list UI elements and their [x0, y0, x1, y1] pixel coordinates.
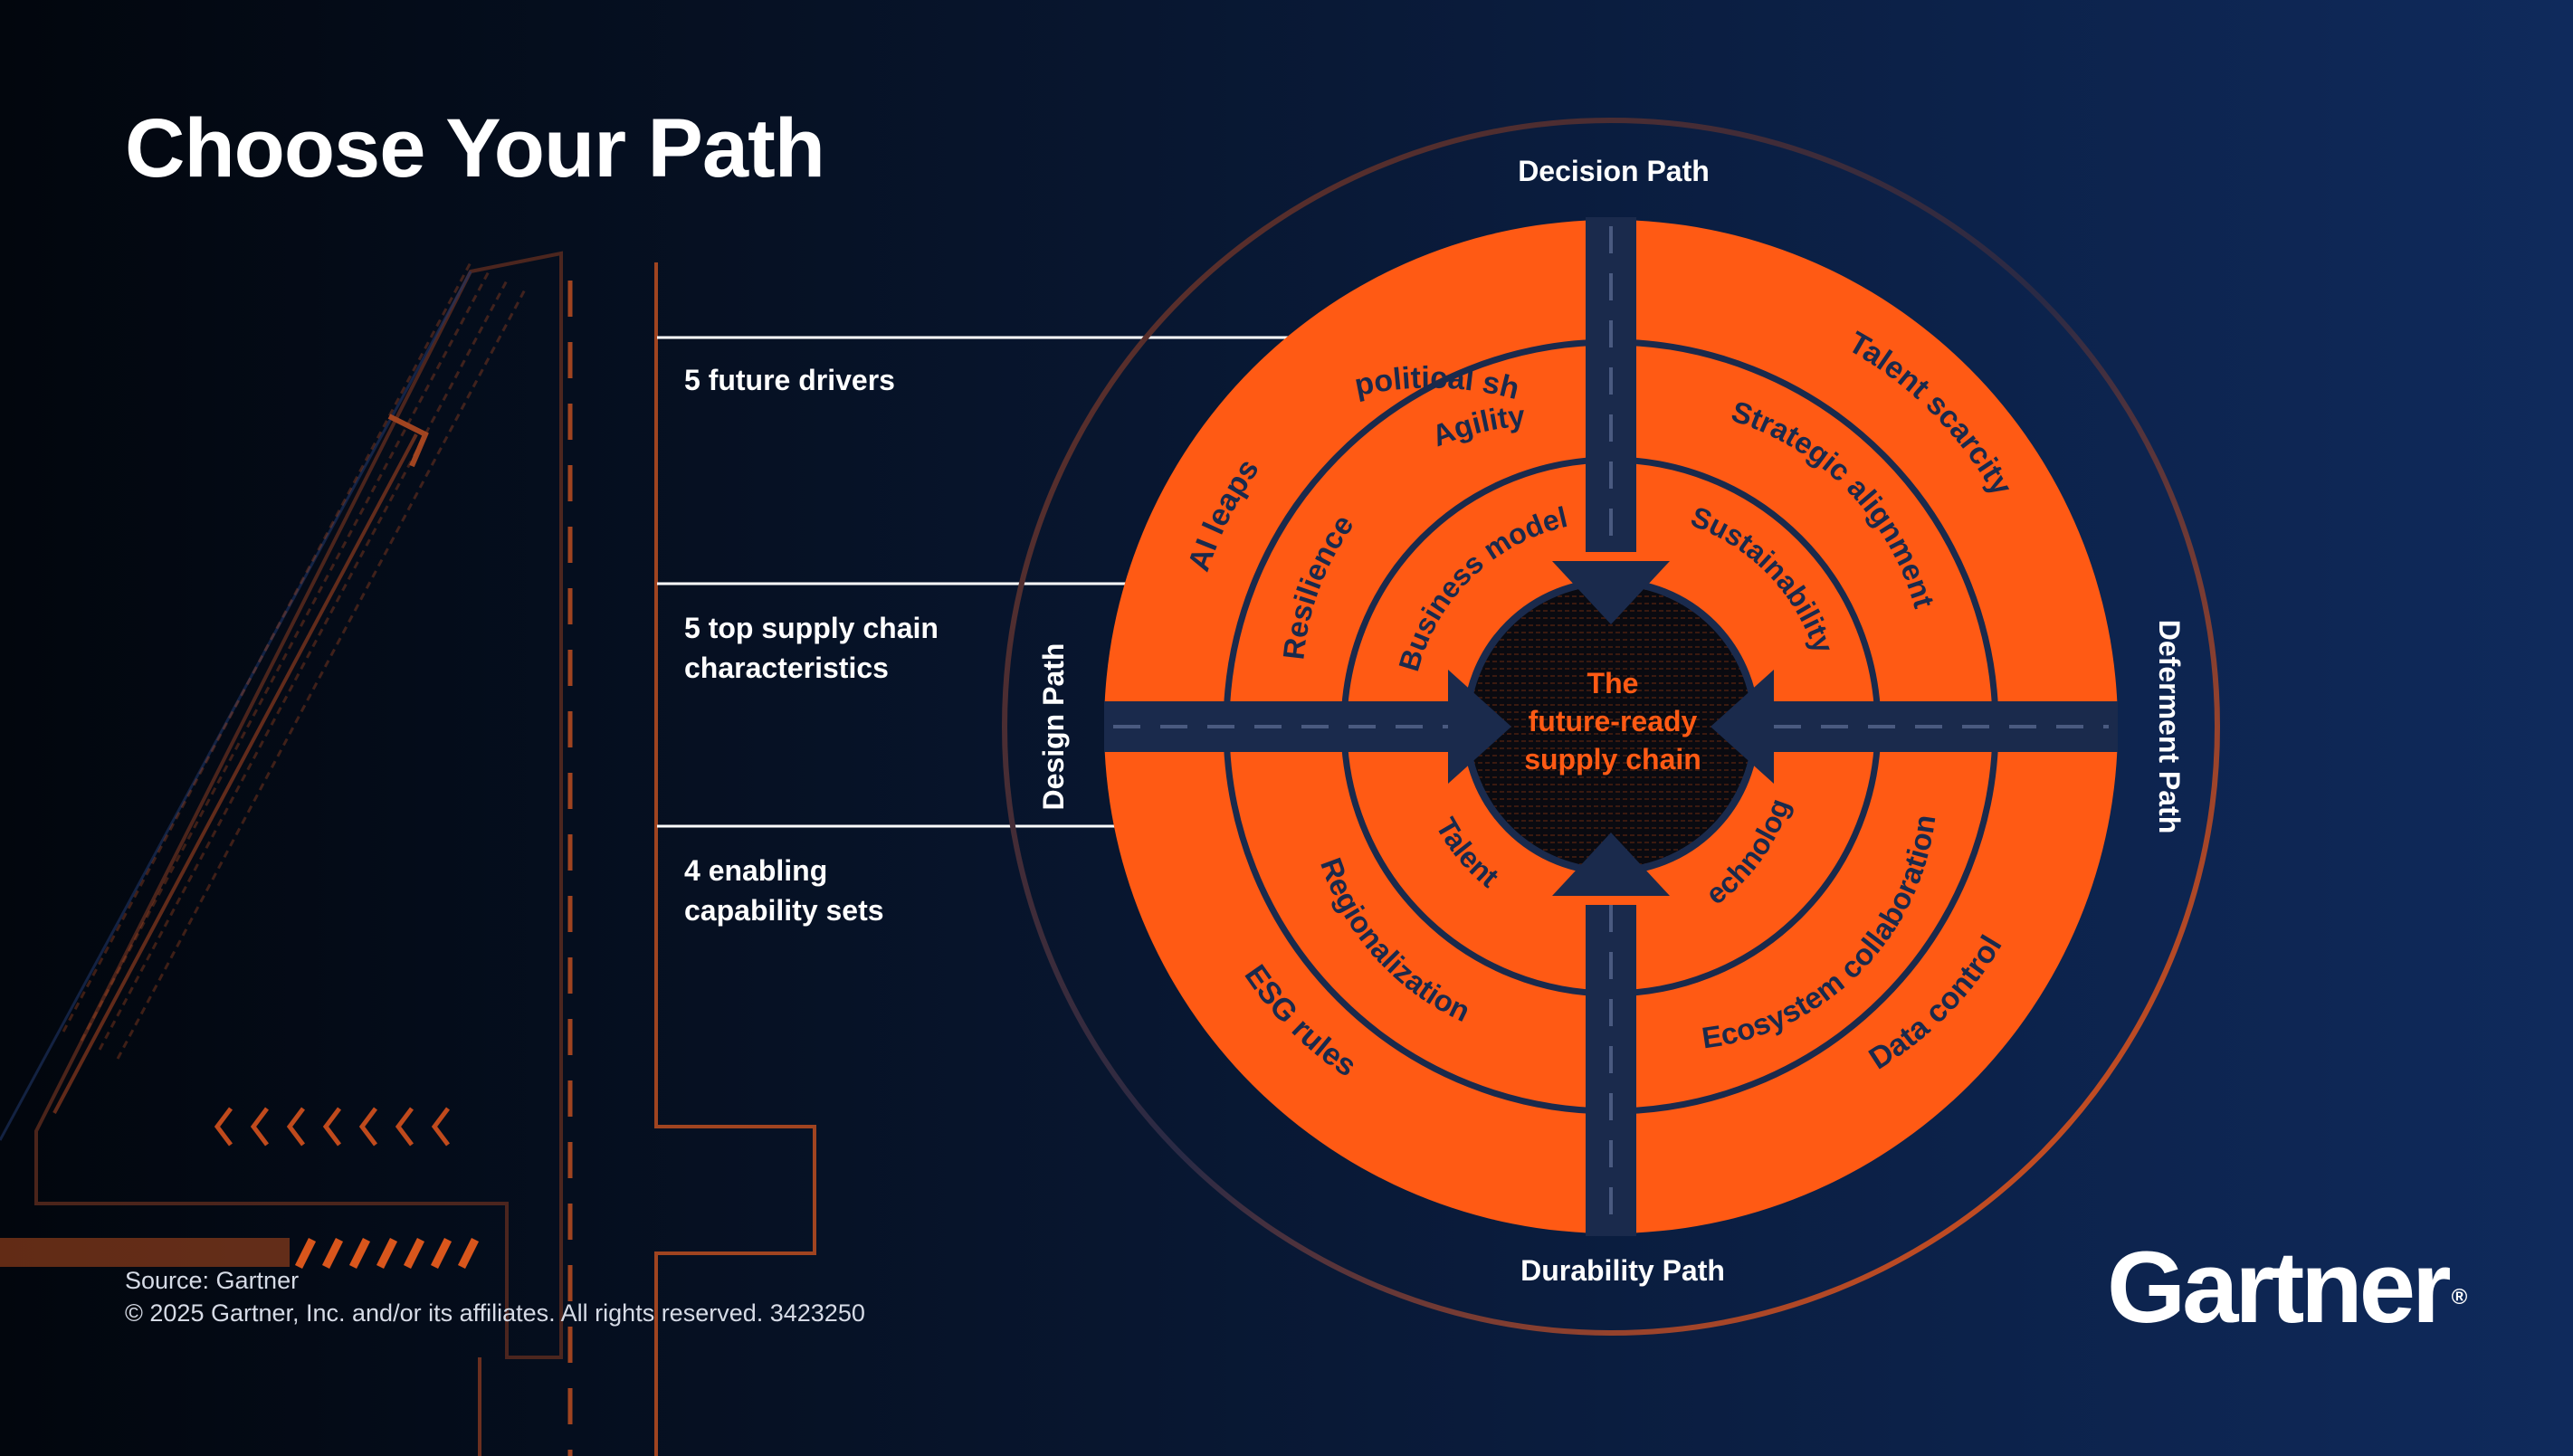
- copyright-line: © 2025 Gartner, Inc. and/or its affiliat…: [125, 1299, 865, 1327]
- svg-text:The: The: [1587, 667, 1639, 699]
- number-four-graphic: [0, 251, 816, 1456]
- outer-path-ring: [1002, 118, 2220, 1336]
- center-label: The future-ready supply chain: [1524, 667, 1701, 776]
- logo-wordmark: Gartner: [2107, 1231, 2452, 1344]
- path-label-right: Deferment Path: [2153, 620, 2186, 834]
- callout-characteristics: 5 top supply chain characteristics: [684, 612, 939, 684]
- arrow-right-into-hub: [1448, 670, 1511, 784]
- source-note: Source: Gartner © 2025 Gartner, Inc. and…: [125, 1264, 865, 1329]
- svg-text:future-ready: future-ready: [1529, 705, 1698, 738]
- source-line: Source: Gartner: [125, 1267, 300, 1294]
- callout-drivers: 5 future drivers: [684, 364, 895, 396]
- svg-text:supply chain: supply chain: [1524, 743, 1701, 776]
- arrow-left-into-hub: [1711, 670, 1774, 784]
- page-title: Choose Your Path: [125, 102, 825, 195]
- registered-mark: ®: [2451, 1285, 2468, 1309]
- arrow-down-into-hub: [1552, 561, 1670, 624]
- path-label-bottom: Durability Path: [1520, 1254, 1725, 1287]
- path-labels: Decision Path Durability Path Design Pat…: [1037, 155, 2186, 1287]
- path-label-left: Design Path: [1037, 643, 1070, 811]
- roads: [1104, 217, 2118, 1236]
- arrow-up-into-hub: [1552, 833, 1670, 896]
- gartner-logo: Gartner®: [2107, 1229, 2467, 1346]
- path-label-top: Decision Path: [1518, 155, 1710, 187]
- callout-capabilities: 4 enabling capability sets: [684, 854, 884, 927]
